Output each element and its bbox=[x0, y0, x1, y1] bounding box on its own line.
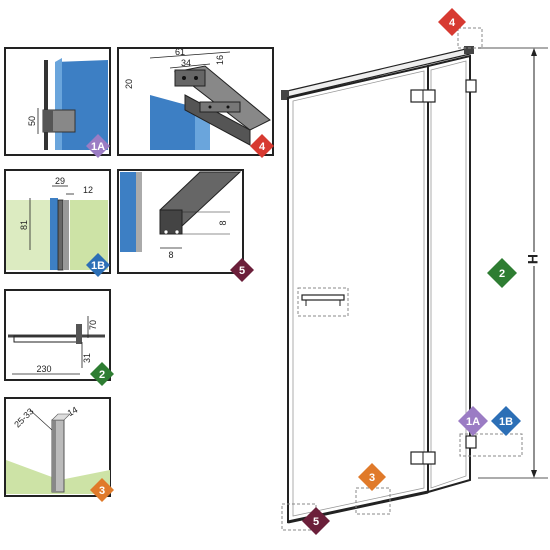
dim-14: 14 bbox=[66, 405, 80, 419]
dim-50: 50 bbox=[27, 116, 37, 126]
badge-1b-label: 1B bbox=[91, 260, 105, 272]
wall-bracket bbox=[174, 69, 206, 87]
dim-230: 230 bbox=[36, 364, 51, 374]
callout-handle bbox=[297, 287, 349, 317]
badge-3-detail: 3 bbox=[90, 478, 114, 502]
dim-8-vertical: 8 bbox=[218, 220, 228, 225]
wall-bracket-top bbox=[465, 79, 477, 93]
badge-2-main: 2 bbox=[487, 258, 517, 288]
badge-5-main: 5 bbox=[302, 507, 330, 535]
detail-3: 25-33 14 bbox=[4, 397, 111, 497]
wall-bracket-bottom bbox=[465, 435, 477, 449]
glass-edge bbox=[50, 198, 58, 270]
top-rail bbox=[282, 47, 471, 99]
height-dimension: H bbox=[478, 47, 548, 479]
dim-70: 70 bbox=[88, 320, 98, 330]
callout-top-bracket bbox=[457, 27, 483, 49]
dim-8-horizontal: 8 bbox=[168, 250, 173, 260]
dim-81: 81 bbox=[19, 220, 29, 230]
badge-1a-main-label: 1A bbox=[466, 416, 480, 428]
detail-1a: 50 bbox=[4, 47, 111, 156]
badge-2-main-label: 2 bbox=[499, 268, 505, 280]
badge-2-detail: 2 bbox=[90, 362, 114, 386]
detail-5: 8 8 bbox=[117, 169, 244, 274]
badge-5-main-label: 5 bbox=[313, 516, 319, 528]
floor bbox=[6, 460, 110, 494]
badge-3-detail-label: 3 bbox=[99, 485, 105, 497]
wall-profile-1b bbox=[57, 199, 64, 271]
callout-bottom-bracket bbox=[459, 433, 523, 457]
badge-1b-main: 1B bbox=[491, 406, 521, 436]
glass-clamp bbox=[199, 101, 241, 113]
main-door bbox=[281, 46, 477, 524]
badge-1a-main: 1A bbox=[458, 406, 488, 436]
badge-1b-main-label: 1B bbox=[499, 416, 513, 428]
detail-4: 61 34 16 20 bbox=[117, 47, 274, 156]
badge-4-detail-label: 4 bbox=[259, 141, 266, 153]
badge-2-detail-label: 2 bbox=[99, 369, 105, 381]
badge-1b: 1B bbox=[86, 253, 110, 277]
dim-20: 20 bbox=[124, 79, 134, 89]
badge-5-detail: 5 bbox=[230, 258, 254, 282]
callouts bbox=[281, 27, 523, 531]
badge-3-main: 3 bbox=[358, 463, 386, 491]
badge-4-main-label: 4 bbox=[449, 17, 456, 29]
door-panel bbox=[287, 64, 429, 524]
badge-1a-diamond bbox=[86, 134, 110, 158]
detail-1b: 29 12 81 bbox=[4, 169, 111, 274]
badge-5-detail-label: 5 bbox=[239, 265, 245, 277]
door-handle bbox=[301, 294, 345, 301]
fixed-panel bbox=[427, 54, 471, 494]
dim-height: H bbox=[525, 254, 541, 264]
dim-16: 16 bbox=[215, 55, 225, 65]
badge-1a: 1A bbox=[86, 134, 110, 158]
badge-3-main-label: 3 bbox=[369, 472, 375, 484]
badge-4-detail: 4 bbox=[250, 134, 274, 158]
dim-29: 29 bbox=[55, 176, 65, 186]
badge-1a-label: 1A bbox=[91, 141, 105, 153]
dim-12: 12 bbox=[83, 185, 93, 195]
dim-31: 31 bbox=[82, 353, 92, 363]
badge-4-main: 4 bbox=[438, 8, 466, 36]
detail-2: 70 31 230 bbox=[4, 289, 111, 381]
dim-34: 34 bbox=[181, 58, 191, 68]
dim-61: 61 bbox=[175, 47, 185, 57]
